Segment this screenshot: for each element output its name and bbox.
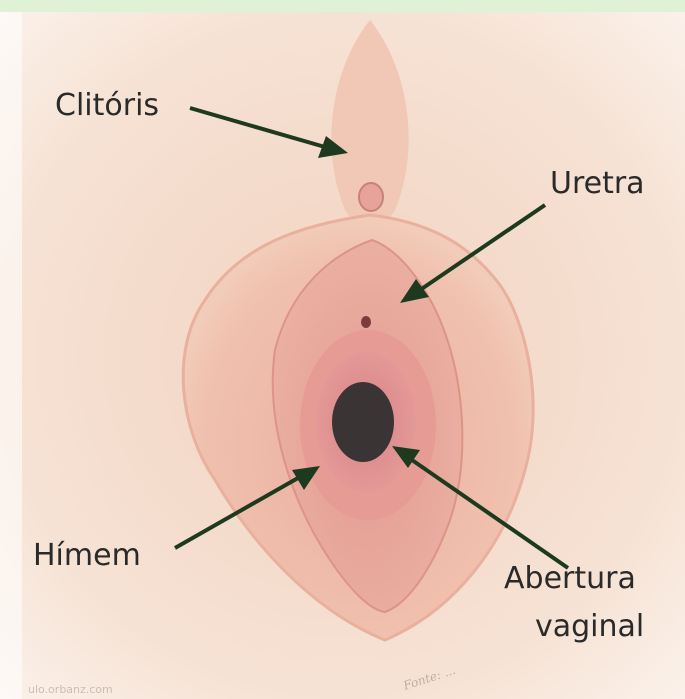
label-abertura-line2: vaginal [535, 609, 644, 644]
watermark: ulo.orbanz.com [28, 683, 113, 696]
urethra [361, 316, 371, 328]
top-band [0, 0, 685, 12]
vaginal-opening [332, 382, 394, 462]
label-uretra: Uretra [550, 166, 645, 201]
label-abertura-line1: Abertura [504, 561, 636, 596]
clitoris [359, 183, 383, 211]
label-himem: Hímem [33, 538, 141, 573]
label-clitoris: Clitóris [55, 88, 159, 123]
left-edge-fade [0, 12, 22, 699]
